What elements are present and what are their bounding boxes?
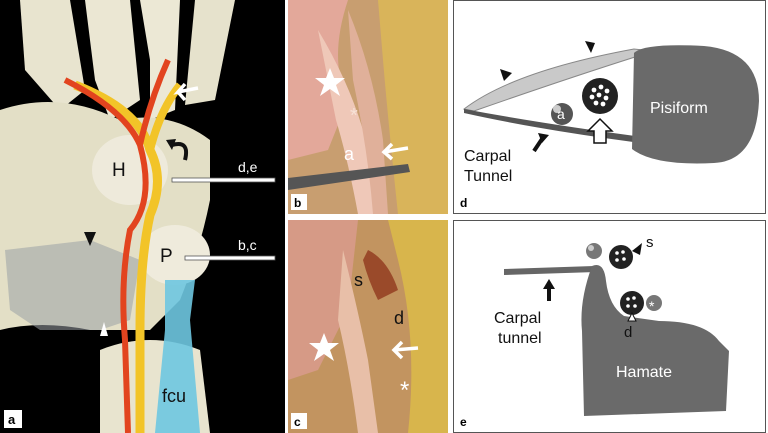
panel-d-schematic: Pisiform a Carpal Tunnel d xyxy=(453,0,766,214)
label-d: d xyxy=(394,308,404,328)
pink-tissue xyxy=(288,220,358,380)
superficial-nerve-fascicles xyxy=(615,250,626,262)
red-tissue xyxy=(363,250,398,300)
nerve-fascicles xyxy=(589,84,610,107)
label-s: s xyxy=(646,234,654,251)
level-label-bc: b,c xyxy=(238,237,257,253)
panel-letter-box-b xyxy=(291,194,307,210)
tendon-label-fcu: fcu xyxy=(162,386,186,406)
pisiform-bone xyxy=(140,225,210,285)
ulnar-nerve-branch xyxy=(146,82,184,151)
carpal-tunnel-line xyxy=(504,266,596,275)
star-marker-icon xyxy=(309,333,339,361)
label-a: a xyxy=(557,106,565,122)
carpal-tunnel-label-line1: Carpal xyxy=(494,310,541,327)
asterisk-marker: * xyxy=(649,298,655,314)
curved-arrow-head xyxy=(166,139,176,150)
black-arrowhead-icon xyxy=(500,69,512,81)
yellow-tissue xyxy=(378,0,448,214)
hamate-label: Hamate xyxy=(616,364,672,381)
asterisk-marker: * xyxy=(350,105,358,127)
panel-c-drawing: * s d c xyxy=(288,220,448,433)
metacarpal-4 xyxy=(185,0,235,105)
panel-e-drawing: Hamate s * d Carpal tunnel e xyxy=(460,234,729,429)
ulnar-artery xyxy=(63,77,149,433)
ulnar-artery-branch xyxy=(137,58,171,146)
artery-highlight xyxy=(553,105,561,113)
curved-arrow-icon xyxy=(171,142,189,161)
carpal-tunnel-floor xyxy=(464,109,674,147)
panel-d-drawing: Pisiform a Carpal Tunnel d xyxy=(460,41,759,210)
hamate-shape xyxy=(581,265,729,416)
yellow-tissue xyxy=(388,220,448,433)
hollow-arrow-icon xyxy=(586,117,614,144)
artery-circle-top xyxy=(586,243,602,259)
bone-label-p: P xyxy=(160,246,173,267)
flexor-retinaculum-overlay xyxy=(5,240,140,330)
level-label-de: d,e xyxy=(238,159,258,175)
star-marker-icon xyxy=(315,68,345,96)
black-arrow-icon xyxy=(532,137,544,153)
panel-letter-box-c xyxy=(291,413,307,429)
panel-a-skeleton-photo: H P fcu d,e b,c a xyxy=(0,0,285,433)
asterisk-marker: * xyxy=(400,377,409,404)
level-line-bc xyxy=(184,255,276,261)
label-d: d xyxy=(624,324,632,341)
panel-c-dissection-photo: * s d c xyxy=(288,220,448,433)
panel-letter-d: d xyxy=(460,196,467,210)
black-arrow-head xyxy=(543,279,555,289)
carpal-tunnel-label-line1: Carpal xyxy=(464,148,511,165)
black-arrowhead-icon-2 xyxy=(585,41,595,53)
panel-e-schematic: Hamate s * d Carpal tunnel e xyxy=(453,220,766,433)
panel-letter-e: e xyxy=(460,415,467,429)
ulnar-nerve xyxy=(73,80,162,433)
panel-letter-b: b xyxy=(294,196,301,210)
carpal-tunnel-label-line2: tunnel xyxy=(498,330,542,347)
retinaculum-roof xyxy=(462,48,655,112)
carpal-tunnel-label-line2: Tunnel xyxy=(464,168,512,185)
artery-strand xyxy=(348,10,388,214)
black-arrowhead-icon xyxy=(632,243,642,255)
superficial-nerve-circle xyxy=(609,245,633,269)
deep-nerve-circle xyxy=(620,291,644,315)
pisiform-label: Pisiform xyxy=(650,100,708,117)
white-arrowhead-icon xyxy=(100,322,108,336)
white-arrow-icon xyxy=(391,340,419,360)
metacarpal-1 xyxy=(20,0,85,110)
forceps xyxy=(288,164,410,190)
pisiform-shape xyxy=(632,45,759,164)
bone-label-h: H xyxy=(112,160,126,181)
label-a: a xyxy=(344,144,355,164)
hollow-arrowhead-icon xyxy=(627,311,637,322)
panel-b-dissection-photo: * a b xyxy=(288,0,448,214)
nerve-strand xyxy=(338,250,378,433)
black-arrow-head xyxy=(538,133,549,143)
white-arrow-icon xyxy=(173,82,199,102)
fcu-tendon xyxy=(155,280,200,433)
metacarpal-3 xyxy=(140,0,180,120)
panel-letter-c: c xyxy=(294,415,301,429)
deep-artery-circle xyxy=(646,295,662,311)
panel-b-drawing: * a b xyxy=(288,0,448,214)
panel-letter-box-a xyxy=(4,410,22,428)
white-arrow-icon xyxy=(381,142,409,161)
metacarpal-2 xyxy=(85,0,140,120)
panel-letter-a: a xyxy=(8,412,16,427)
black-arrowhead-icon xyxy=(84,232,96,246)
level-line-de xyxy=(171,177,276,183)
label-s: s xyxy=(354,270,363,290)
panel-a-drawing: H P fcu d,e b,c a xyxy=(0,0,276,433)
artery-highlight-top xyxy=(588,245,594,251)
deep-nerve-fascicles xyxy=(626,296,637,308)
